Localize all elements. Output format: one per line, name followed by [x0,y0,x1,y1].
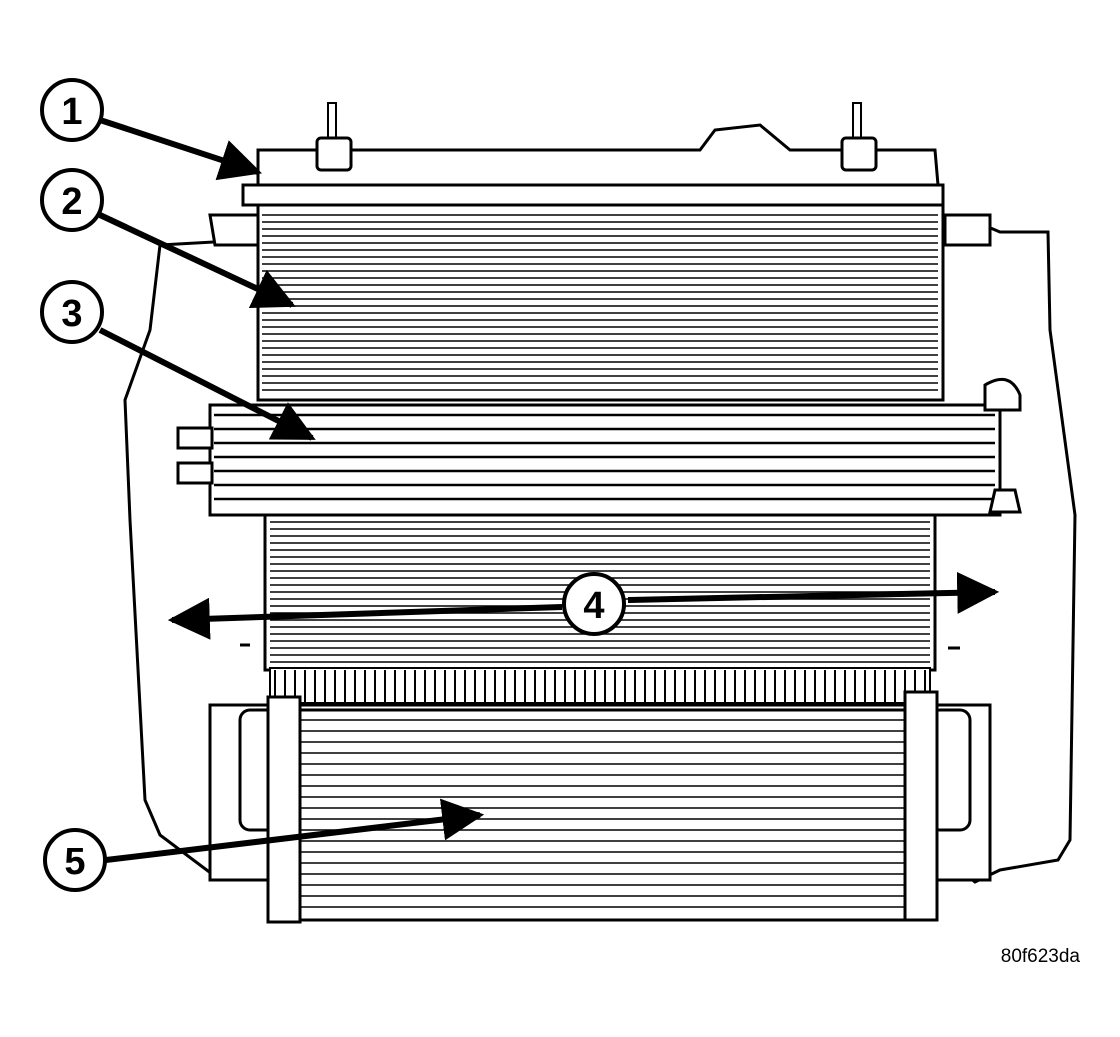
mount-post-right [840,102,878,172]
leader-arrow-5 [105,798,485,863]
charge-air-cooler-fins [300,719,905,908]
leader-arrow-3 [98,327,316,441]
callout-4: 4 [562,572,626,636]
figure-id: 80f623da [1001,946,1081,967]
callout-5: 5 [43,828,107,892]
leader-arrow-4-right [627,571,1000,614]
callout-3-label: 3 [61,293,82,335]
leader-arrows [98,117,1000,863]
radiator [208,102,992,402]
upper-core-fins [262,214,938,391]
mount-post-left [315,102,353,172]
leader-arrow-4-left [167,597,563,640]
callout-1-label: 1 [61,91,82,133]
leader-arrow-2 [98,212,296,308]
oil-cooler [176,377,1022,517]
callout-2-label: 2 [61,181,82,223]
callout-3: 3 [40,280,104,344]
callout-4-label: 4 [583,585,604,627]
callout-5-label: 5 [64,841,85,883]
charge-air-cooler [208,690,992,924]
callout-1: 1 [40,78,104,142]
vertical-fins [274,670,926,702]
callout-2: 2 [40,168,104,232]
oil-cooler-tubes [214,413,995,501]
leader-arrow-1 [99,117,262,181]
